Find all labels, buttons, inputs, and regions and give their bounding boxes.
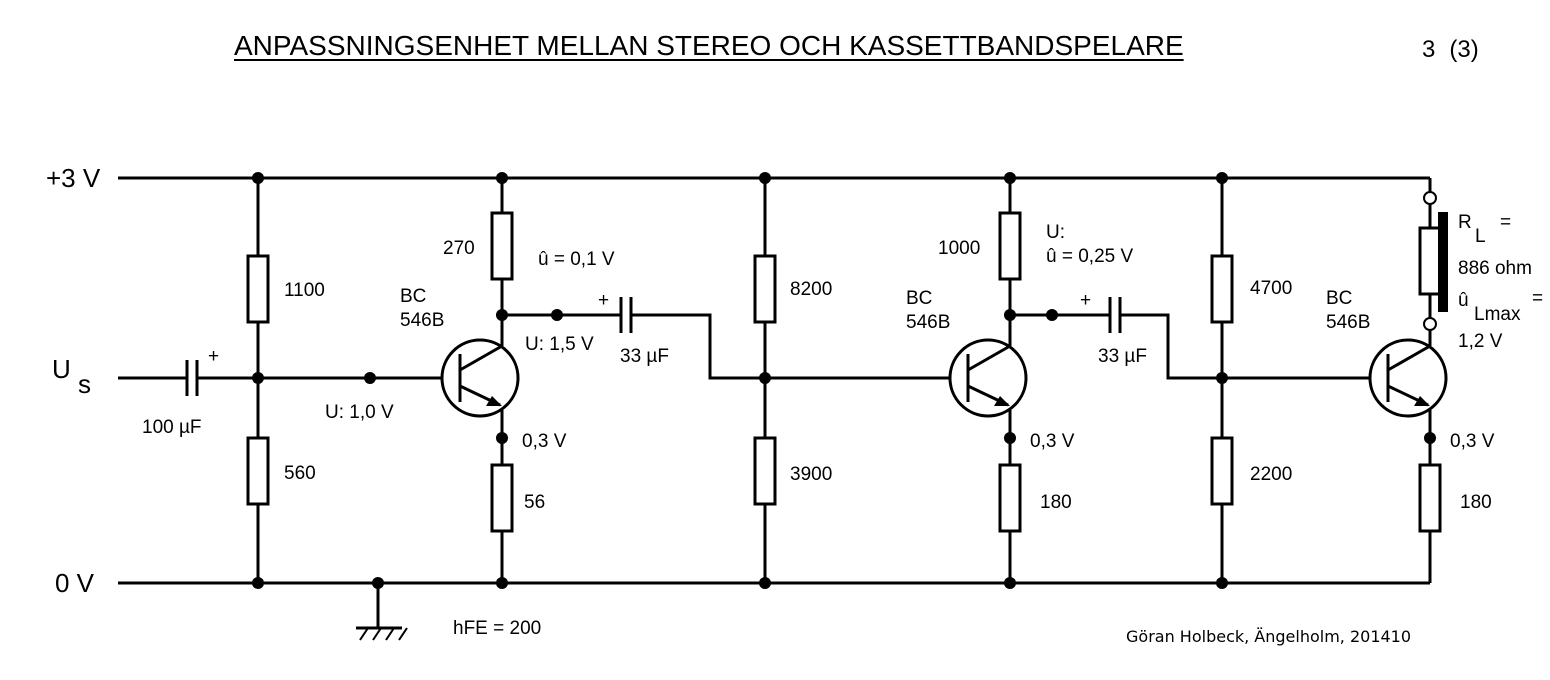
load-label: R: [1458, 212, 1472, 233]
r8200-label: 8200: [790, 279, 832, 300]
transistor-q1: [440, 338, 520, 418]
r1100-label: 1100: [284, 280, 325, 301]
signature: Göran Holbeck, Ängelholm, 201410: [1126, 627, 1412, 646]
resistor-8200: [753, 254, 777, 324]
input-cap-polarity: +: [208, 346, 219, 367]
load-value: 886 ohm: [1458, 258, 1532, 279]
q1-emitter-voltage: 0,3 V: [522, 431, 567, 452]
c33-2-polarity: +: [1080, 290, 1091, 311]
resistor-1100: [246, 254, 270, 324]
q1-type-line1: BC: [400, 286, 426, 307]
page-current: 3: [1422, 36, 1436, 63]
resistor-2200: [1210, 436, 1234, 506]
stage2-network: [998, 178, 1222, 583]
r560-label: 560: [284, 463, 316, 484]
page-total: (3): [1449, 36, 1479, 63]
transistor-q2: [948, 338, 1028, 418]
r180-q3-label: 180: [1460, 492, 1492, 513]
r2200-label: 2200: [1250, 464, 1292, 485]
resistor-270: [490, 211, 514, 281]
r56-label: 56: [524, 492, 545, 513]
stage1-network: [490, 178, 765, 583]
q3-emitter-voltage: 0,3 V: [1450, 431, 1495, 452]
input-cap-label: 100 µF: [142, 417, 202, 438]
q3-type-line1: BC: [1326, 288, 1352, 309]
hfe-label: hFE = 200: [453, 618, 541, 639]
input-label: U: [52, 354, 71, 384]
r4700-label: 4700: [1250, 278, 1292, 299]
stage2-bias-divider: [753, 178, 968, 583]
resistor-1000: [998, 211, 1022, 281]
resistor-180-q2: [998, 463, 1022, 533]
ground-symbol: [356, 583, 408, 641]
out-label: û: [1458, 290, 1469, 311]
load-bar: [1438, 212, 1448, 312]
output-terminal-bottom: [1423, 317, 1437, 331]
junction-dots: [252, 172, 1436, 589]
ground-label: 0 V: [55, 568, 95, 598]
resistor-56: [490, 463, 514, 533]
resistor-4700: [1210, 254, 1234, 324]
q2-type-line2: 546B: [906, 312, 950, 333]
resistor-180-q3: [1418, 463, 1442, 533]
r3900-label: 3900: [790, 464, 832, 485]
q2-collector-dc: U:: [1046, 222, 1065, 243]
resistor-3900: [753, 436, 777, 506]
q1-collector-dc: U: 1,5 V: [525, 334, 594, 355]
q2-emitter-voltage: 0,3 V: [1030, 431, 1075, 452]
resistor-560: [246, 436, 270, 506]
input-label-sub: s: [78, 369, 91, 399]
resistor-load: [1418, 226, 1442, 296]
load-label-sub: L: [1475, 226, 1486, 247]
supply-label: +3 V: [46, 163, 101, 193]
q1-base-voltage: U: 1,0 V: [325, 402, 394, 423]
input-wiring: [118, 360, 460, 396]
q2-collector-ac: û = 0,25 V: [1046, 246, 1133, 267]
q2-type-line1: BC: [906, 288, 932, 309]
output-terminal-top: [1423, 191, 1437, 205]
out-label-sub: Lmax: [1474, 304, 1521, 325]
r1000-label: 1000: [938, 238, 980, 259]
load-label-eq: =: [1500, 212, 1511, 233]
stage3-bias-divider: [1210, 178, 1388, 583]
r270-label: 270: [443, 238, 475, 259]
out-value: 1,2 V: [1458, 331, 1503, 352]
page-number: 3 (3): [1422, 36, 1479, 64]
transistor-q3: [1368, 338, 1448, 418]
page-title: ANPASSNINGSENHET MELLAN STEREO OCH KASSE…: [234, 30, 1184, 61]
r180-q2-label: 180: [1040, 492, 1072, 513]
q3-type-line2: 546B: [1326, 312, 1370, 333]
stage1-bias-divider: [246, 178, 270, 583]
q1-collector-ac: û = 0,1 V: [538, 249, 615, 270]
c33-1-label: 33 µF: [620, 346, 669, 367]
q1-type-line2: 546B: [400, 310, 444, 331]
out-label-eq: =: [1532, 288, 1543, 309]
c33-2-label: 33 µF: [1098, 346, 1147, 367]
c33-1-polarity: +: [598, 290, 609, 311]
